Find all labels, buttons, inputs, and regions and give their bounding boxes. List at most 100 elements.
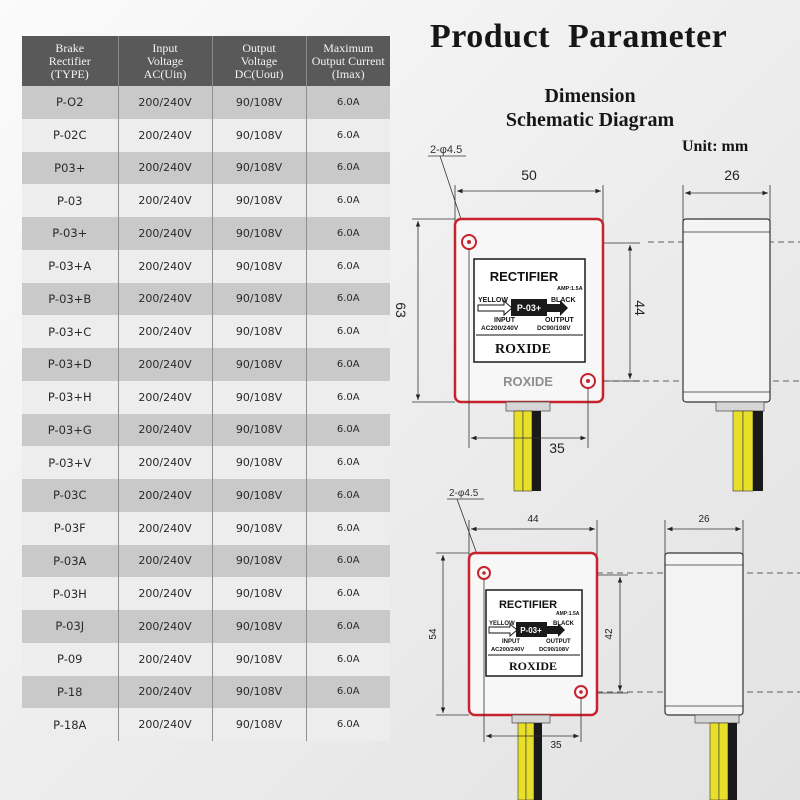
output-voltage-cell: 90/108V: [212, 708, 307, 741]
small-side-body: [664, 552, 744, 716]
table-header-row: Brake Rectifier (TYPE) Input Voltage AC(…: [22, 36, 390, 86]
max-current-cell: 6.0A: [306, 380, 390, 414]
large-brand-logo: ROXIDE: [495, 342, 551, 357]
small-side-view: 26: [664, 514, 744, 800]
max-current-cell: 6.0A: [306, 446, 390, 479]
small-height-label: 54: [428, 628, 439, 640]
header-type: Brake Rectifier (TYPE): [22, 36, 119, 86]
input-voltage-cell: 200/240V: [118, 249, 213, 283]
type-cell: P-03+A: [22, 249, 119, 283]
large-output-voltage: DC90/108V: [537, 325, 571, 332]
large-hole-spacing-label: 35: [549, 440, 565, 456]
small-inner-height-label: 42: [604, 628, 615, 640]
max-current-cell: 6.0A: [306, 544, 390, 578]
input-voltage-cell: 200/240V: [118, 118, 213, 152]
large-amp-text: AMP:1.5A: [557, 286, 583, 292]
output-voltage-cell: 90/108V: [212, 479, 307, 512]
output-voltage-cell: 90/108V: [212, 282, 307, 316]
output-voltage-cell: 90/108V: [212, 675, 307, 709]
header-max-current: Maximum Output Current (Imax): [306, 36, 390, 86]
output-voltage-cell: 90/108V: [212, 249, 307, 283]
header-input-voltage: Input Voltage AC(Uin): [118, 36, 213, 86]
input-voltage-cell: 200/240V: [118, 675, 213, 709]
max-current-cell: 6.0A: [306, 249, 390, 283]
type-cell: P-O2: [22, 86, 119, 119]
small-depth-label: 26: [698, 514, 710, 525]
large-side-body: [682, 218, 771, 403]
large-side-view: 26: [682, 167, 771, 492]
small-width-label: 44: [527, 514, 539, 525]
output-voltage-cell: 90/108V: [212, 413, 307, 447]
type-cell: P-03+B: [22, 282, 119, 316]
small-input-arrow-icon: [488, 623, 518, 637]
input-voltage-cell: 200/240V: [118, 610, 213, 643]
output-voltage-cell: 90/108V: [212, 184, 307, 217]
max-current-cell: 6.0A: [306, 479, 390, 512]
output-voltage-cell: 90/108V: [212, 511, 307, 545]
type-cell: P-03+C: [22, 315, 119, 348]
small-input-voltage: AC200/240V: [491, 647, 524, 653]
max-current-cell: 6.0A: [306, 348, 390, 381]
subtitle-line-1: Dimension: [544, 85, 636, 107]
large-wire-yellow-2: [522, 410, 533, 492]
input-voltage-cell: 200/240V: [118, 282, 213, 316]
max-current-cell: 6.0A: [306, 315, 390, 348]
large-wire-yellow: [513, 410, 524, 492]
small-amp-text: AMP:1.5A: [556, 611, 580, 617]
output-voltage-cell: 90/108V: [212, 118, 307, 152]
input-voltage-cell: 200/240V: [118, 413, 213, 447]
large-front-view: 2-φ4.5 50 63 44 RECTIFIER AMP:1.5A YELLO…: [393, 144, 800, 492]
type-cell: P-03+V: [22, 446, 119, 479]
output-voltage-cell: 90/108V: [212, 217, 307, 250]
large-model-text: P-03+: [517, 303, 541, 313]
input-voltage-cell: 200/240V: [118, 217, 213, 250]
output-voltage-cell: 90/108V: [212, 642, 307, 676]
output-voltage-cell: 90/108V: [212, 380, 307, 414]
small-brand-logo: ROXIDE: [509, 659, 557, 673]
small-label-title: RECTIFIER: [499, 599, 557, 611]
max-current-cell: 6.0A: [306, 217, 390, 250]
large-input-voltage: AC200/240V: [481, 325, 519, 332]
type-cell: P-18: [22, 675, 119, 709]
small-front-view: 2-φ4.5 44 54 42 RECTIFIER AMP:1.5A YELLO…: [428, 488, 800, 800]
large-input-arrow-icon: [477, 299, 513, 317]
output-voltage-cell: 90/108V: [212, 315, 307, 348]
small-hole-label: 2-φ4.5: [449, 488, 479, 499]
large-yellow-text: YELLOW: [478, 297, 508, 304]
large-output-text: OUTPUT: [545, 317, 575, 324]
type-cell: P-09: [22, 642, 119, 676]
max-current-cell: 6.0A: [306, 642, 390, 676]
max-current-cell: 6.0A: [306, 86, 390, 119]
input-voltage-cell: 200/240V: [118, 86, 213, 119]
type-cell: P-03: [22, 184, 119, 217]
input-voltage-cell: 200/240V: [118, 446, 213, 479]
table-header: Brake Rectifier (TYPE) Input Voltage AC(…: [22, 36, 390, 86]
type-cell: P-03+H: [22, 380, 119, 414]
small-wire-yellow-2: [525, 722, 535, 800]
small-output-text: OUTPUT: [546, 639, 571, 645]
large-output-arrow-icon: [547, 300, 568, 316]
large-hole-label: 2-φ4.5: [430, 144, 462, 156]
max-current-cell: 6.0A: [306, 413, 390, 447]
input-voltage-cell: 200/240V: [118, 315, 213, 348]
output-voltage-cell: 90/108V: [212, 577, 307, 610]
large-model-badge: [511, 299, 547, 316]
subtitle-line-2: Schematic Diagram: [505, 109, 675, 131]
spec-table: Brake Rectifier (TYPE) Input Voltage AC(…: [22, 36, 390, 741]
input-voltage-cell: 200/240V: [118, 184, 213, 217]
input-voltage-cell: 200/240V: [118, 348, 213, 381]
input-voltage-cell: 200/240V: [118, 708, 213, 741]
large-label-title: RECTIFIER: [490, 269, 559, 284]
